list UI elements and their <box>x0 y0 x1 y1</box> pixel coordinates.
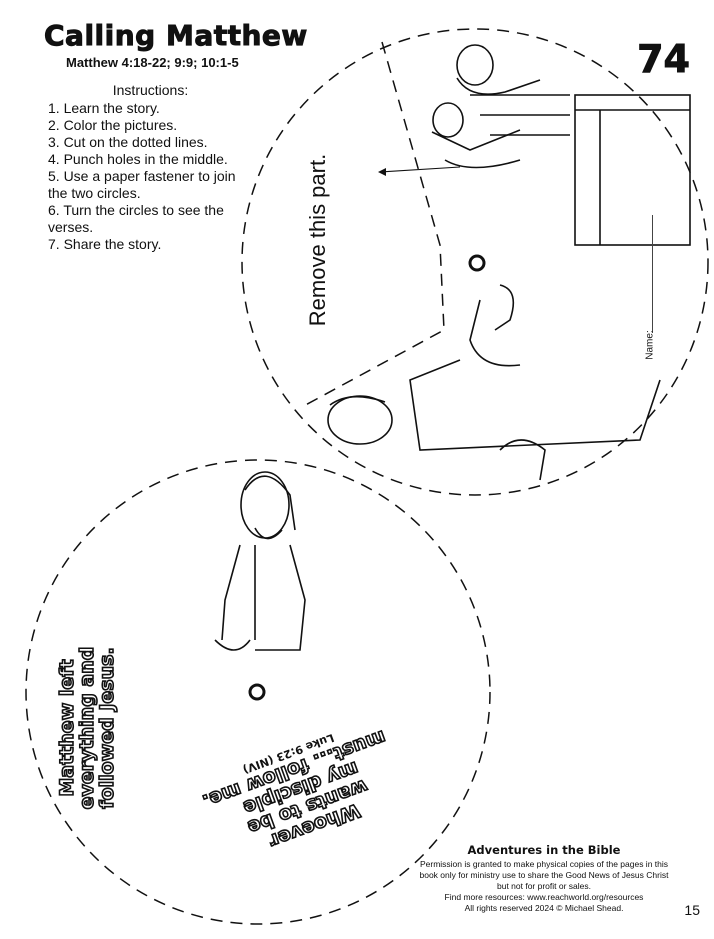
instruction-step: 6. Turn the circles to see the verses. <box>48 202 224 235</box>
instruction-step: 5. Use a paper fastener to join the two … <box>48 168 236 201</box>
instruction-step: 1. Learn the story. <box>48 100 160 116</box>
instructions-heading: Instructions: <box>112 82 189 98</box>
page-number: 15 <box>684 902 700 918</box>
footer: Adventures in the Bible Permission is gr… <box>418 843 670 914</box>
instruction-step: 7. Share the story. <box>48 236 162 252</box>
top-punch-hole <box>468 254 486 272</box>
footer-rights: All rights reserved 2024 © Michael Shead… <box>464 903 624 913</box>
footer-brand: Adventures in the Bible <box>467 843 621 857</box>
top-wheel-cut-line <box>241 28 709 496</box>
name-line <box>652 215 653 333</box>
left-verse-line: everything and <box>75 646 99 810</box>
bottom-punch-hole <box>248 683 266 701</box>
lesson-number: 74 <box>637 37 691 81</box>
arrow-head-icon <box>378 168 386 176</box>
jesus-illustration <box>214 471 306 651</box>
instructions-panel: Instructions: 1. Learn the story. 2. Col… <box>48 82 253 253</box>
left-verse-text: Matthew left everything and followed Jes… <box>55 646 119 810</box>
bottom-wheel-cut-line <box>25 459 491 925</box>
page-title: Calling Matthew <box>44 19 308 52</box>
instruction-step: 4. Punch holes in the middle. <box>48 151 228 167</box>
tax-booth-illustration <box>431 44 691 246</box>
scripture-reference: Matthew 4:18-22; 9:9; 10:1-5 <box>66 55 239 70</box>
left-verse-line: Matthew left <box>55 659 79 798</box>
instruction-step: 3. Cut on the dotted lines. <box>48 134 208 150</box>
matthew-illustration <box>327 284 661 481</box>
name-label: Name: <box>644 330 656 360</box>
remove-part-cut-line <box>299 41 445 409</box>
arrow-line <box>379 166 461 173</box>
footer-resources: Find more resources: www.reachworld.org/… <box>444 892 644 902</box>
footer-permission: Permission is granted to make physical c… <box>419 859 669 891</box>
left-verse-line: followed Jesus. <box>95 647 119 810</box>
instruction-step: 2. Color the pictures. <box>48 117 178 133</box>
remove-part-label: Remove this part. <box>305 153 330 327</box>
